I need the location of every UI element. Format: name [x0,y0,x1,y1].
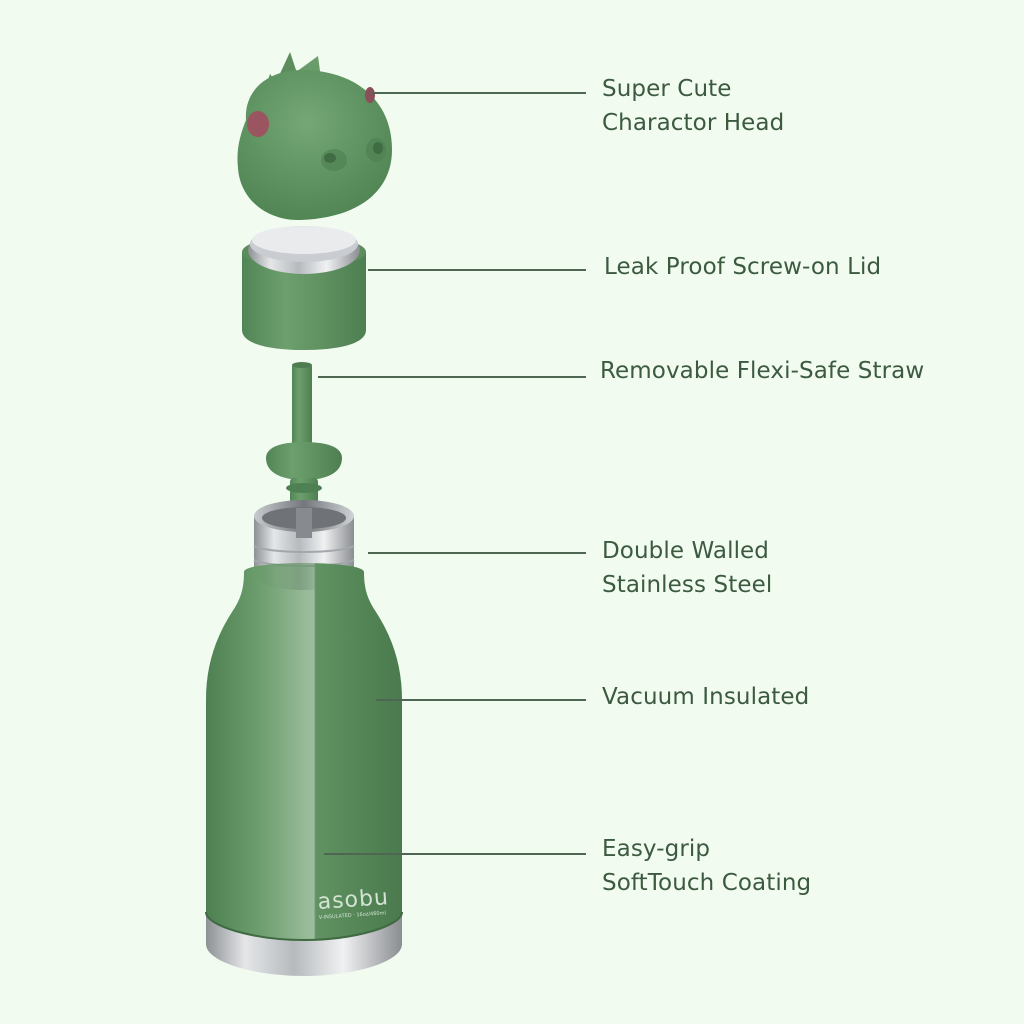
callout-steel: Double Walled Stainless Steel [602,534,772,602]
callout-lid: Leak Proof Screw-on Lid [604,250,881,284]
cheek-icon [247,111,269,137]
callout-head: Super Cute Charactor Head [602,72,784,140]
bottle-body [205,563,403,976]
callout-straw: Removable Flexi-Safe Straw [600,354,924,388]
callout-head-line1: Super Cute [602,76,732,102]
character-head [237,52,392,221]
callout-steel-line2: Stainless Steel [602,572,773,598]
callout-grip-line1: Easy-grip [602,836,711,862]
leader-line-lid [368,269,586,271]
leader-line-straw [318,376,586,378]
asobu-logo: asobu V-INSULATED · 16oz/460ml [316,885,401,922]
straw [266,362,342,512]
callout-vacuum-line1: Vacuum Insulated [602,684,810,710]
screw-lid [242,226,366,350]
callout-straw-line1: Removable Flexi-Safe Straw [600,358,925,384]
leader-line-head [372,92,586,94]
callout-lid-line1: Leak Proof Screw-on Lid [604,254,882,280]
leader-line-steel [368,552,586,554]
leader-line-vacuum [376,699,586,701]
callout-vacuum: Vacuum Insulated [602,680,809,714]
callout-steel-line1: Double Walled [602,538,770,564]
leader-line-grip [324,853,586,855]
logo-text: asobu [316,885,390,915]
callout-grip: Easy-grip SoftTouch Coating [602,832,811,900]
callout-head-line2: Charactor Head [602,110,785,136]
callout-grip-line2: SoftTouch Coating [602,870,812,896]
